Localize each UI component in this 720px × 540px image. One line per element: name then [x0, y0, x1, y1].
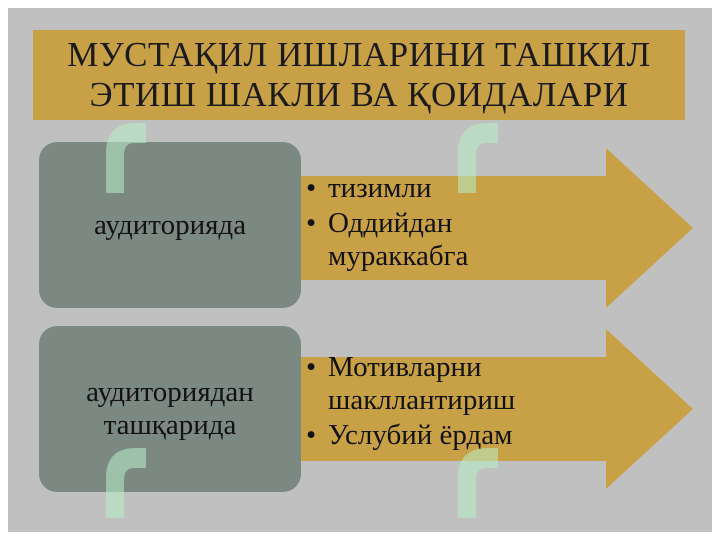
title-banner: МУСТАҚИЛ ИШЛАРИНИ ТАШКИЛ ЭТИШ ШАКЛИ ВА Қ… [33, 30, 685, 120]
bullet-text: Услубий ёрдам [328, 419, 513, 451]
bullet-item: тизимли [306, 172, 606, 205]
bullet-list-1: тизимли Оддийдан мураккабга [306, 172, 606, 275]
bullet-text: шакллантириш [328, 384, 516, 416]
category-label-1: аудиторияда [93, 208, 247, 241]
bullet-text: мураккабга [328, 240, 469, 272]
bullet-item: Мотивларни шакллантириш [306, 351, 606, 417]
bullet-text: Оддийдан [328, 207, 453, 239]
leaf-watermark-icon [106, 448, 146, 518]
bullet-text: Мотивларни [328, 351, 482, 383]
bullet-text: тизимли [328, 172, 432, 204]
category-label-2-line-1: аудиториядан [86, 376, 254, 408]
slide: МУСТАҚИЛ ИШЛАРИНИ ТАШКИЛ ЭТИШ ШАКЛИ ВА Қ… [8, 8, 712, 532]
category-box-2: аудиториядан ташқарида [39, 326, 301, 492]
category-box-1: аудиторияда [39, 142, 301, 308]
bullet-list-2: Мотивларни шакллантириш Услубий ёрдам [306, 351, 606, 454]
category-label-2-line-2: ташқарида [103, 409, 237, 441]
leaf-watermark-icon [458, 123, 498, 193]
bullet-item: Оддийдан мураккабга [306, 207, 606, 273]
leaf-watermark-icon [458, 448, 498, 518]
bullet-item: Услубий ёрдам [306, 419, 606, 452]
title-line-2: ЭТИШ ШАКЛИ ВА ҚОИДАЛАРИ [89, 75, 629, 114]
title-line-1: МУСТАҚИЛ ИШЛАРИНИ ТАШКИЛ [67, 35, 651, 74]
leaf-watermark-icon [106, 123, 146, 193]
